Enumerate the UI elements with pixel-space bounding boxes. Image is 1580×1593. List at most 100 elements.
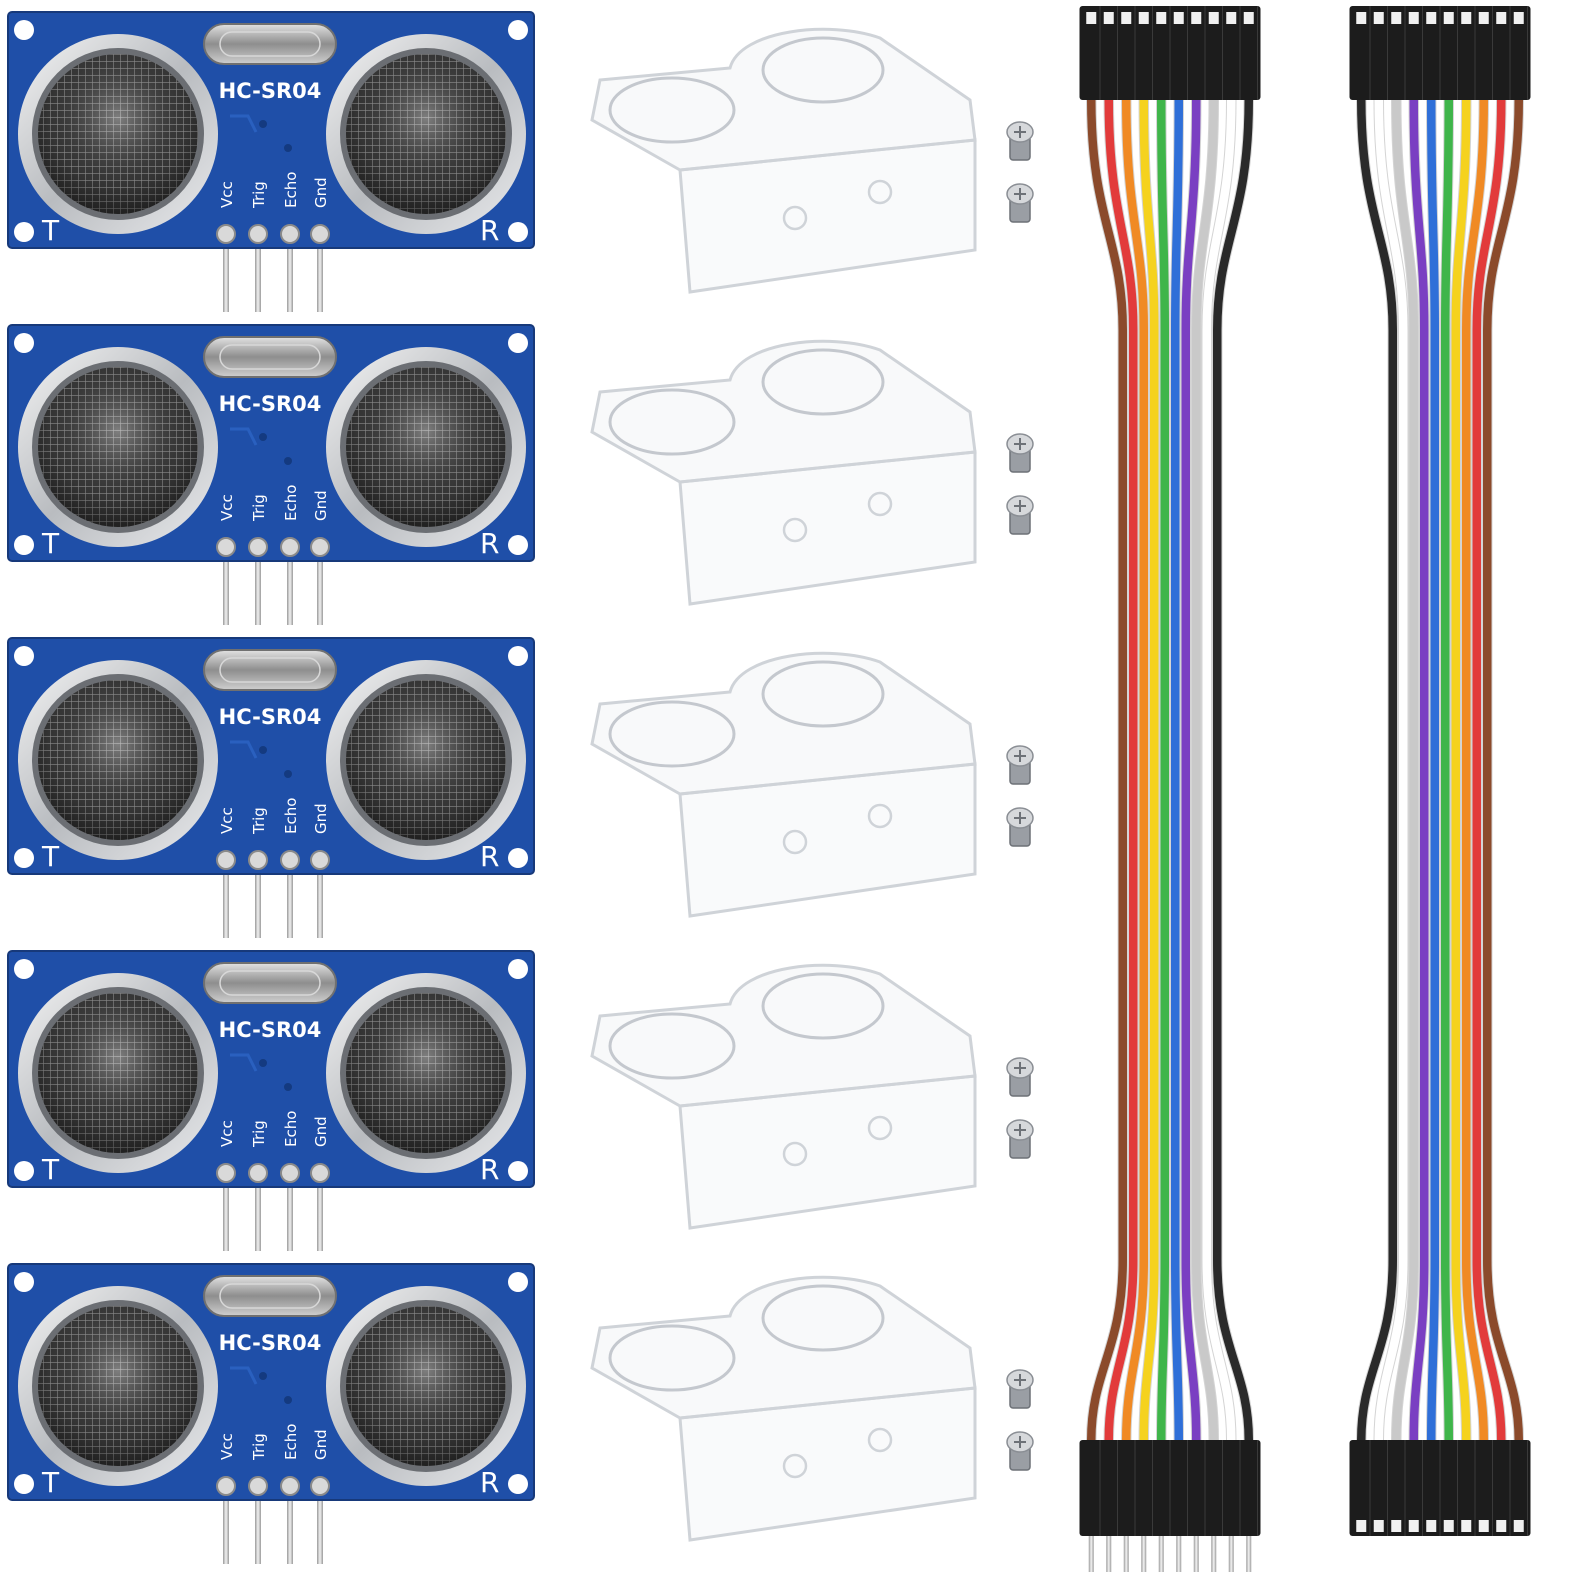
bracket-screw-hole <box>867 1427 893 1453</box>
model-label: HC-SR04 <box>219 79 322 103</box>
pin-label-trig: Trig <box>250 181 268 209</box>
bracket-screw-hole <box>867 179 893 205</box>
bracket-screw-hole <box>867 1115 893 1141</box>
connector-slot <box>1496 12 1507 24</box>
bracket-top-plate <box>590 27 977 172</box>
header-pin <box>317 1486 323 1564</box>
header-pin <box>255 1486 261 1564</box>
pin-label-echo: Echo <box>282 485 300 521</box>
pin-pad <box>280 1163 300 1183</box>
pin-pad <box>310 537 330 557</box>
mounting-screw <box>1006 807 1034 847</box>
transmitter-mark: T <box>41 1466 60 1499</box>
connector-slot <box>1443 12 1454 24</box>
male-pin <box>1211 1536 1217 1572</box>
jumper-wire <box>1357 99 1397 1441</box>
mounting-hole <box>508 1474 528 1494</box>
via <box>284 1396 292 1404</box>
pin-pad <box>280 224 300 244</box>
ribbon-cable-female-to-male <box>1079 6 1261 1572</box>
pin-pad <box>216 850 236 870</box>
via <box>284 770 292 778</box>
pin-label-trig: Trig <box>250 807 268 835</box>
connector-slot <box>1513 1520 1524 1532</box>
cable-area <box>1079 6 1531 1572</box>
transmitter-mark: T <box>41 1153 60 1186</box>
connector-slot <box>1103 12 1114 24</box>
connector-slot <box>1478 1520 1489 1532</box>
mounting-screw <box>1006 1431 1034 1471</box>
connector-slot <box>1191 12 1202 24</box>
male-pin <box>1106 1536 1112 1572</box>
crystal-oscillator <box>203 1275 337 1317</box>
jumper-wire <box>1392 99 1418 1441</box>
pin-label-echo: Echo <box>282 798 300 834</box>
male-pin <box>1228 1536 1234 1572</box>
connector-slot <box>1373 1520 1384 1532</box>
header-pin <box>317 547 323 625</box>
mounting-hole <box>508 333 528 353</box>
pin-label-vcc: Vcc <box>218 1433 236 1460</box>
header-pin <box>223 1486 229 1564</box>
bracket-screw-hole <box>867 491 893 517</box>
mounting-hole <box>508 1161 528 1181</box>
connector-housing <box>1349 6 1531 100</box>
bracket-screw-hole <box>782 205 808 231</box>
male-pin <box>1141 1536 1147 1572</box>
mounting-hole <box>508 646 528 666</box>
header-pin <box>255 234 261 312</box>
pin-label-gnd: Gnd <box>312 803 330 834</box>
connector-slot <box>1513 12 1524 24</box>
bracket-hole <box>761 972 885 1040</box>
pin-label-gnd: Gnd <box>312 1116 330 1147</box>
mounting-hole <box>14 535 34 555</box>
via <box>284 1083 292 1091</box>
connector-slot <box>1478 12 1489 24</box>
pin-pad <box>280 537 300 557</box>
jumper-wire <box>1451 99 1471 1441</box>
bracket-hole <box>608 1324 736 1392</box>
transmitter-transducer <box>18 1286 218 1486</box>
mounting-screw <box>1006 1057 1034 1097</box>
mounting-hole <box>14 1161 34 1181</box>
pin-label-vcc: Vcc <box>218 807 236 834</box>
connector-housing <box>1079 6 1261 100</box>
header-pin <box>255 547 261 625</box>
bracket-screw-hole <box>867 803 893 829</box>
bracket-top-plate <box>590 963 977 1108</box>
pin-pad <box>216 537 236 557</box>
pin-label-gnd: Gnd <box>312 1429 330 1460</box>
transmitter-mark: T <box>41 527 60 560</box>
pin-pad <box>280 850 300 870</box>
receiver-mark: R <box>480 840 499 873</box>
pin-label-trig: Trig <box>250 494 268 522</box>
bracket-screw-hole <box>782 1453 808 1479</box>
header-pin <box>223 1173 229 1251</box>
male-pin <box>1176 1536 1182 1572</box>
connector-slot <box>1138 12 1149 24</box>
mounting-hole <box>14 646 34 666</box>
via <box>284 457 292 465</box>
via <box>284 144 292 152</box>
bracket-top-plate <box>590 1275 977 1420</box>
mounting-hole <box>508 535 528 555</box>
mounting-hole <box>14 1272 34 1292</box>
connector-slot <box>1408 12 1419 24</box>
pin-label-echo: Echo <box>282 1111 300 1147</box>
pin-pad <box>248 1163 268 1183</box>
jumper-wire <box>1192 99 1218 1441</box>
header-pin <box>223 547 229 625</box>
connector-slot <box>1426 12 1437 24</box>
header-pin <box>287 234 293 312</box>
bracket-hole <box>608 76 736 144</box>
pin-label-vcc: Vcc <box>218 494 236 521</box>
receiver-transducer <box>326 34 526 234</box>
acrylic-mounting-bracket <box>590 651 1034 918</box>
trace <box>230 1053 258 1072</box>
jumper-wire <box>1409 99 1429 1441</box>
connector-slot <box>1226 12 1237 24</box>
male-pin <box>1088 1536 1094 1572</box>
mounting-screw <box>1006 433 1034 473</box>
